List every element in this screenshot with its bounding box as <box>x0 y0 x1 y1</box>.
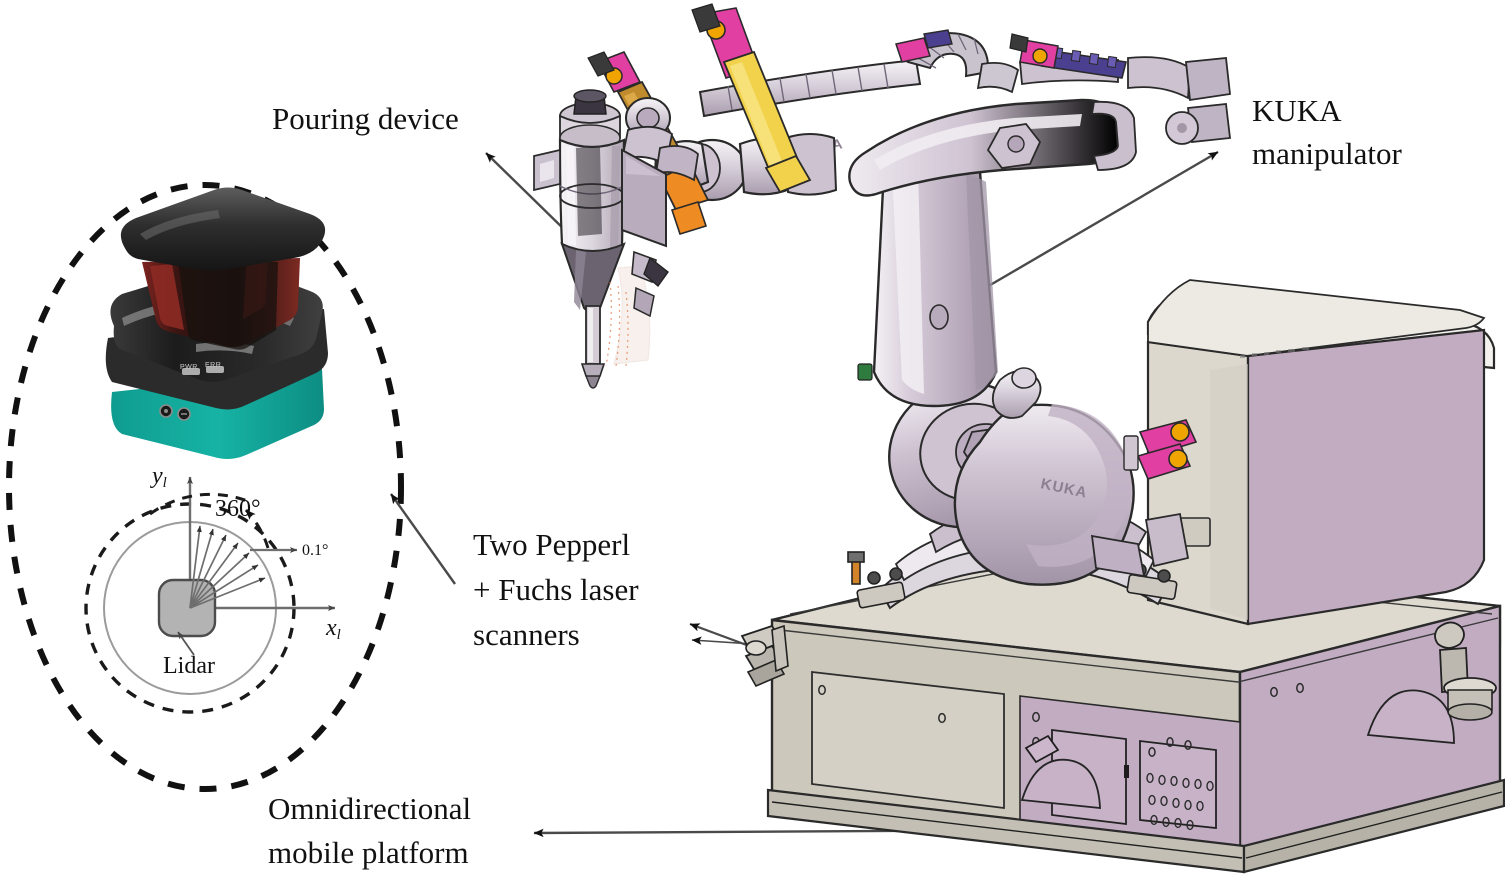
fov-label: 360° <box>215 496 261 522</box>
pepperl-fuchs-scanner-photo <box>105 187 328 459</box>
purple-rail-accessory <box>1041 46 1127 79</box>
kuka-shoulder-assembly: KUKA <box>888 367 1198 586</box>
callout-platform-line1: Omnidirectional <box>268 791 472 826</box>
magenta-accessory-top <box>1009 33 1059 69</box>
callout-scanners-line2: + Fuchs laser <box>473 572 639 607</box>
magenta-accessory-shoulder <box>1123 419 1198 480</box>
sensor-indicator-pwr: PWR <box>180 364 198 371</box>
sensor-indicator-err: ERR <box>205 362 222 369</box>
scanner-mount-left <box>740 624 789 688</box>
callout-platform-line2: mobile platform <box>268 835 469 870</box>
scanner-mount-right <box>1434 621 1497 721</box>
lidar-scan-schematic <box>84 476 336 714</box>
kuka-column <box>857 160 998 408</box>
callout-pouring-device: Pouring device <box>272 101 459 136</box>
callout-scanners-line1: Two Pepperl <box>473 527 631 562</box>
angular-resolution-label: 0.1° <box>302 542 329 559</box>
control-cabinet <box>1146 279 1496 626</box>
pouring-device <box>533 89 669 389</box>
leader-pouring-device <box>485 152 573 238</box>
leader-scanner-inset <box>390 493 456 585</box>
callout-kuka-line2: manipulator <box>1252 136 1402 171</box>
kuka-wrist-flange <box>620 97 699 182</box>
callout-scanners-line3: scanners <box>473 617 580 652</box>
axis-x-label: xl <box>326 615 341 644</box>
callout-kuka-line1: KUKA <box>1252 93 1342 128</box>
axis-y-label: yl <box>152 463 167 492</box>
kuka-upper-arm: KUKA <box>654 98 1137 202</box>
lidar-device-label: Lidar <box>163 653 215 679</box>
yellow-tool-upper <box>691 3 812 194</box>
lidar-inset-boundary <box>6 182 404 792</box>
